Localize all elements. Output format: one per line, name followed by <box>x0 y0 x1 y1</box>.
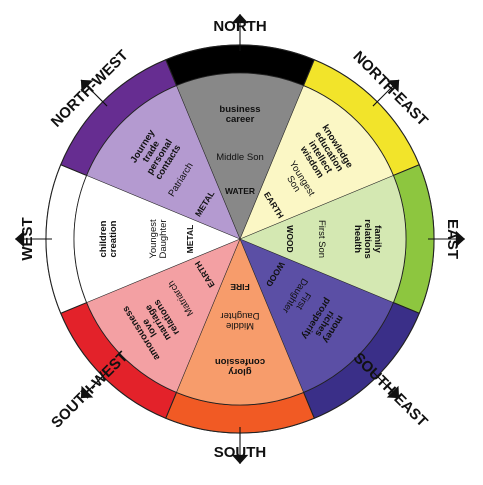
family-north: Middle Son <box>216 152 264 163</box>
aspect-label: family <box>372 225 383 253</box>
arrowhead-south-west <box>80 385 94 399</box>
family-member-label: Youngest <box>148 219 159 259</box>
family-member-label: Daughter <box>158 219 169 258</box>
wedge-east <box>240 175 406 303</box>
aspect-label: confession <box>215 356 265 367</box>
family-member-label: Middle Son <box>216 152 264 163</box>
arrowhead-east <box>455 230 465 248</box>
aspect-label: health <box>352 225 363 253</box>
inner-ring-outline <box>73 72 407 406</box>
wedge-north <box>176 73 304 239</box>
arrowhead-south-east <box>386 385 400 399</box>
arrowhead-north-west <box>80 79 94 93</box>
aspect-label: career <box>226 114 255 125</box>
aspect-label: relations <box>362 219 373 259</box>
arrowhead-north <box>231 14 249 24</box>
wedge-west <box>74 175 240 303</box>
element-label-south: FIRE <box>230 282 250 292</box>
wedge-south <box>176 239 304 405</box>
wedge-south-east <box>240 239 394 393</box>
wedge-north-west <box>86 85 241 240</box>
direction-label-east: EAST <box>444 219 461 259</box>
direction-label-north: NORTH <box>213 18 266 35</box>
sector-divider <box>60 238 241 314</box>
aspect-label: glory <box>228 366 252 377</box>
wedge-south-west <box>86 239 241 393</box>
aspect-label: children <box>98 220 109 257</box>
sector-divider <box>239 238 420 314</box>
element-label-north: WATER <box>225 186 255 196</box>
sector-divider <box>165 59 241 240</box>
aspect-label: creation <box>108 220 119 257</box>
wedge-north-east <box>240 85 394 240</box>
direction-label-west: WEST <box>19 217 36 260</box>
element-label-west: METAL <box>185 225 195 254</box>
family-member-label: Middle <box>226 320 254 331</box>
family-member-label: Daughter <box>220 310 259 321</box>
sector-divider <box>239 59 315 240</box>
sector-divider <box>239 238 315 419</box>
sector-divider <box>60 164 241 240</box>
sector-divider <box>239 164 420 240</box>
arrowhead-north-east <box>386 79 400 93</box>
direction-label-south: SOUTH <box>214 444 267 461</box>
sector-divider <box>165 238 241 419</box>
arrowhead-south <box>231 454 249 464</box>
element-label-east: WOOD <box>285 225 295 252</box>
family-member-label: First Son <box>316 220 327 258</box>
family-east: First Son <box>316 220 327 258</box>
aspect-label: business <box>219 104 260 115</box>
arrowhead-west <box>15 230 25 248</box>
